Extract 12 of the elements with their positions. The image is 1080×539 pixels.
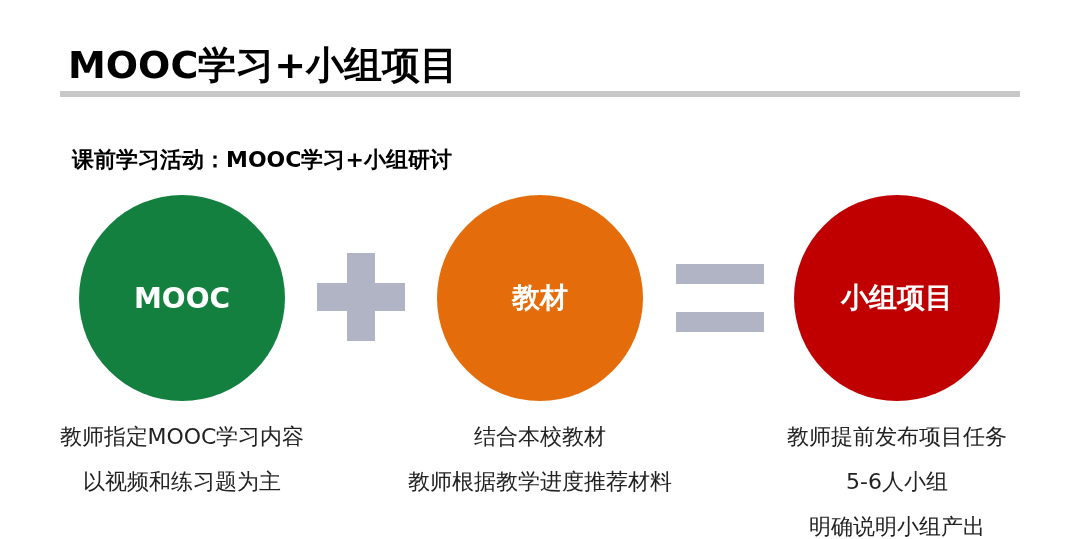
subtitle: 课前学习活动：MOOC学习+小组研讨	[72, 146, 452, 174]
caption-text: 教师提前发布项目任务	[787, 424, 1007, 450]
circle-label: 教材	[512, 280, 568, 316]
caption-text: 5-6人小组	[846, 469, 948, 495]
caption-text: 结合本校教材	[474, 424, 606, 450]
caption-text: 明确说明小组产出	[809, 514, 985, 539]
caption-text: 教师根据教学进度推荐材料	[408, 469, 672, 495]
circle-label: MOOC	[134, 281, 230, 315]
caption-text: 教师指定MOOC学习内容	[59, 424, 305, 450]
caption-text: 以视频和练习题为主	[83, 469, 281, 495]
title: MOOC学习+小组项目	[68, 42, 459, 89]
circle-label: 小组项目	[841, 280, 953, 316]
